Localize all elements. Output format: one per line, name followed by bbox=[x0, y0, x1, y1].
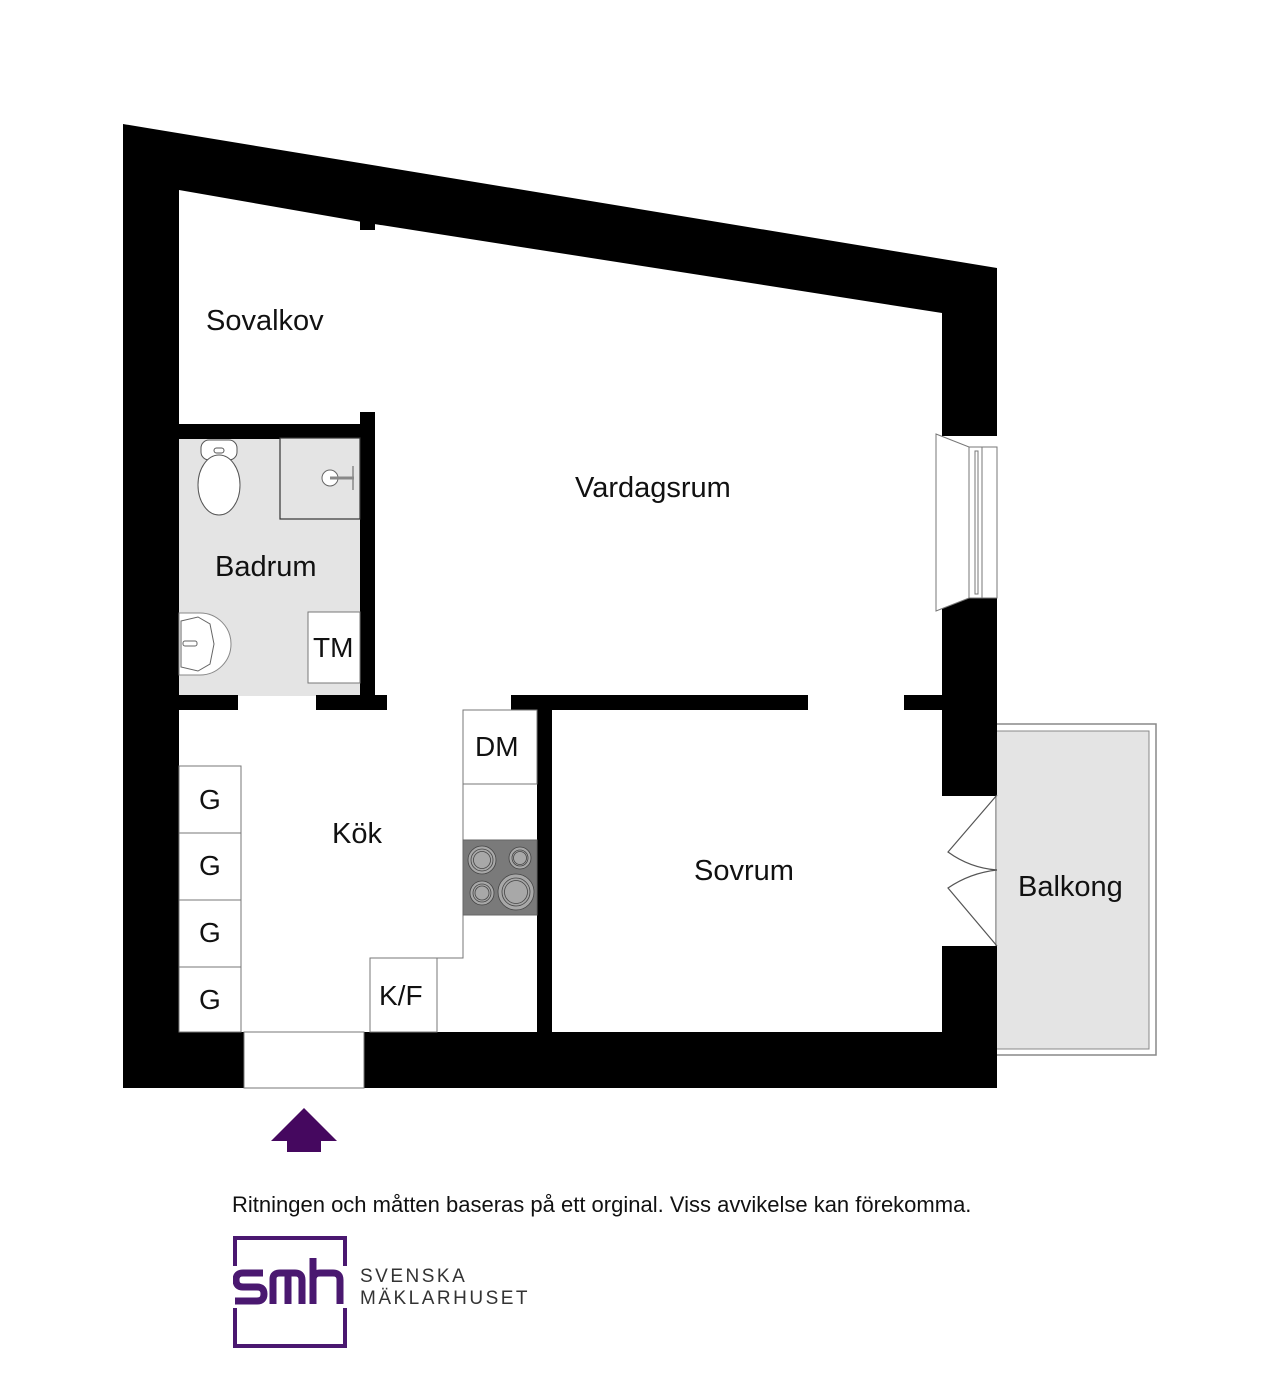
shower-icon bbox=[279, 437, 361, 520]
wardrobes bbox=[178, 765, 242, 1033]
wardrobe-label: G bbox=[199, 984, 221, 1015]
room-label-sovalkov: Sovalkov bbox=[206, 305, 324, 337]
room-label-balkong: Balkong bbox=[1018, 871, 1123, 903]
sink-icon bbox=[178, 612, 232, 676]
kitchen-counter bbox=[369, 709, 538, 1033]
fridge-freezer-label: K/F bbox=[379, 980, 423, 1011]
smh-logo-icon bbox=[233, 1236, 347, 1348]
room-label-vardagsrum: Vardagsrum bbox=[575, 472, 731, 504]
room-label-sovrum: Sovrum bbox=[694, 855, 794, 887]
entrance-arrow-icon bbox=[271, 1108, 337, 1152]
washing-machine-label: TM bbox=[313, 632, 354, 663]
walls bbox=[123, 124, 997, 1088]
entrance-threshold bbox=[243, 1031, 365, 1089]
room-label-badrum: Badrum bbox=[215, 551, 317, 583]
toilet-icon bbox=[197, 439, 241, 516]
wardrobe-label: G bbox=[199, 784, 221, 815]
wardrobe-label: G bbox=[199, 850, 221, 881]
brand-name: SVENSKA MÄKLARHUSET bbox=[360, 1266, 530, 1310]
balcony-door bbox=[947, 794, 998, 947]
brand-line-2: MÄKLARHUSET bbox=[360, 1288, 531, 1309]
balcony-area bbox=[995, 723, 1157, 1056]
dishwasher-label: DM bbox=[475, 731, 519, 762]
stove-icon bbox=[462, 839, 538, 916]
wardrobe-label: G bbox=[199, 917, 221, 948]
disclaimer-text: Ritningen och måtten baseras på ett orgi… bbox=[232, 1192, 972, 1217]
washing-machine bbox=[307, 611, 361, 684]
interior-walls bbox=[179, 412, 944, 1032]
window bbox=[935, 433, 998, 612]
room-label-kok: Kök bbox=[332, 818, 382, 850]
brand-line-1: SVENSKA bbox=[360, 1266, 468, 1287]
